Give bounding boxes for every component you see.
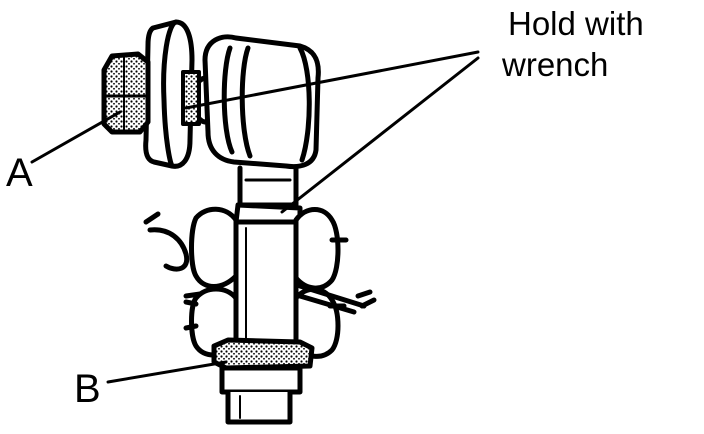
hold-with-wrench-note-line2: wrench <box>501 46 608 83</box>
hold-with-wrench-note-line1: Hold with <box>508 5 644 42</box>
bushing-brackets <box>143 206 377 359</box>
upper-washer <box>143 19 201 169</box>
ball-joint-housing <box>191 34 321 170</box>
callout-a: A <box>6 151 33 195</box>
leader-lines <box>30 50 480 384</box>
link-shaft-upper <box>233 165 303 225</box>
nut-a <box>101 51 151 135</box>
nut-b <box>211 337 315 425</box>
link-shaft-body <box>233 219 299 353</box>
callout-b: B <box>74 367 101 411</box>
